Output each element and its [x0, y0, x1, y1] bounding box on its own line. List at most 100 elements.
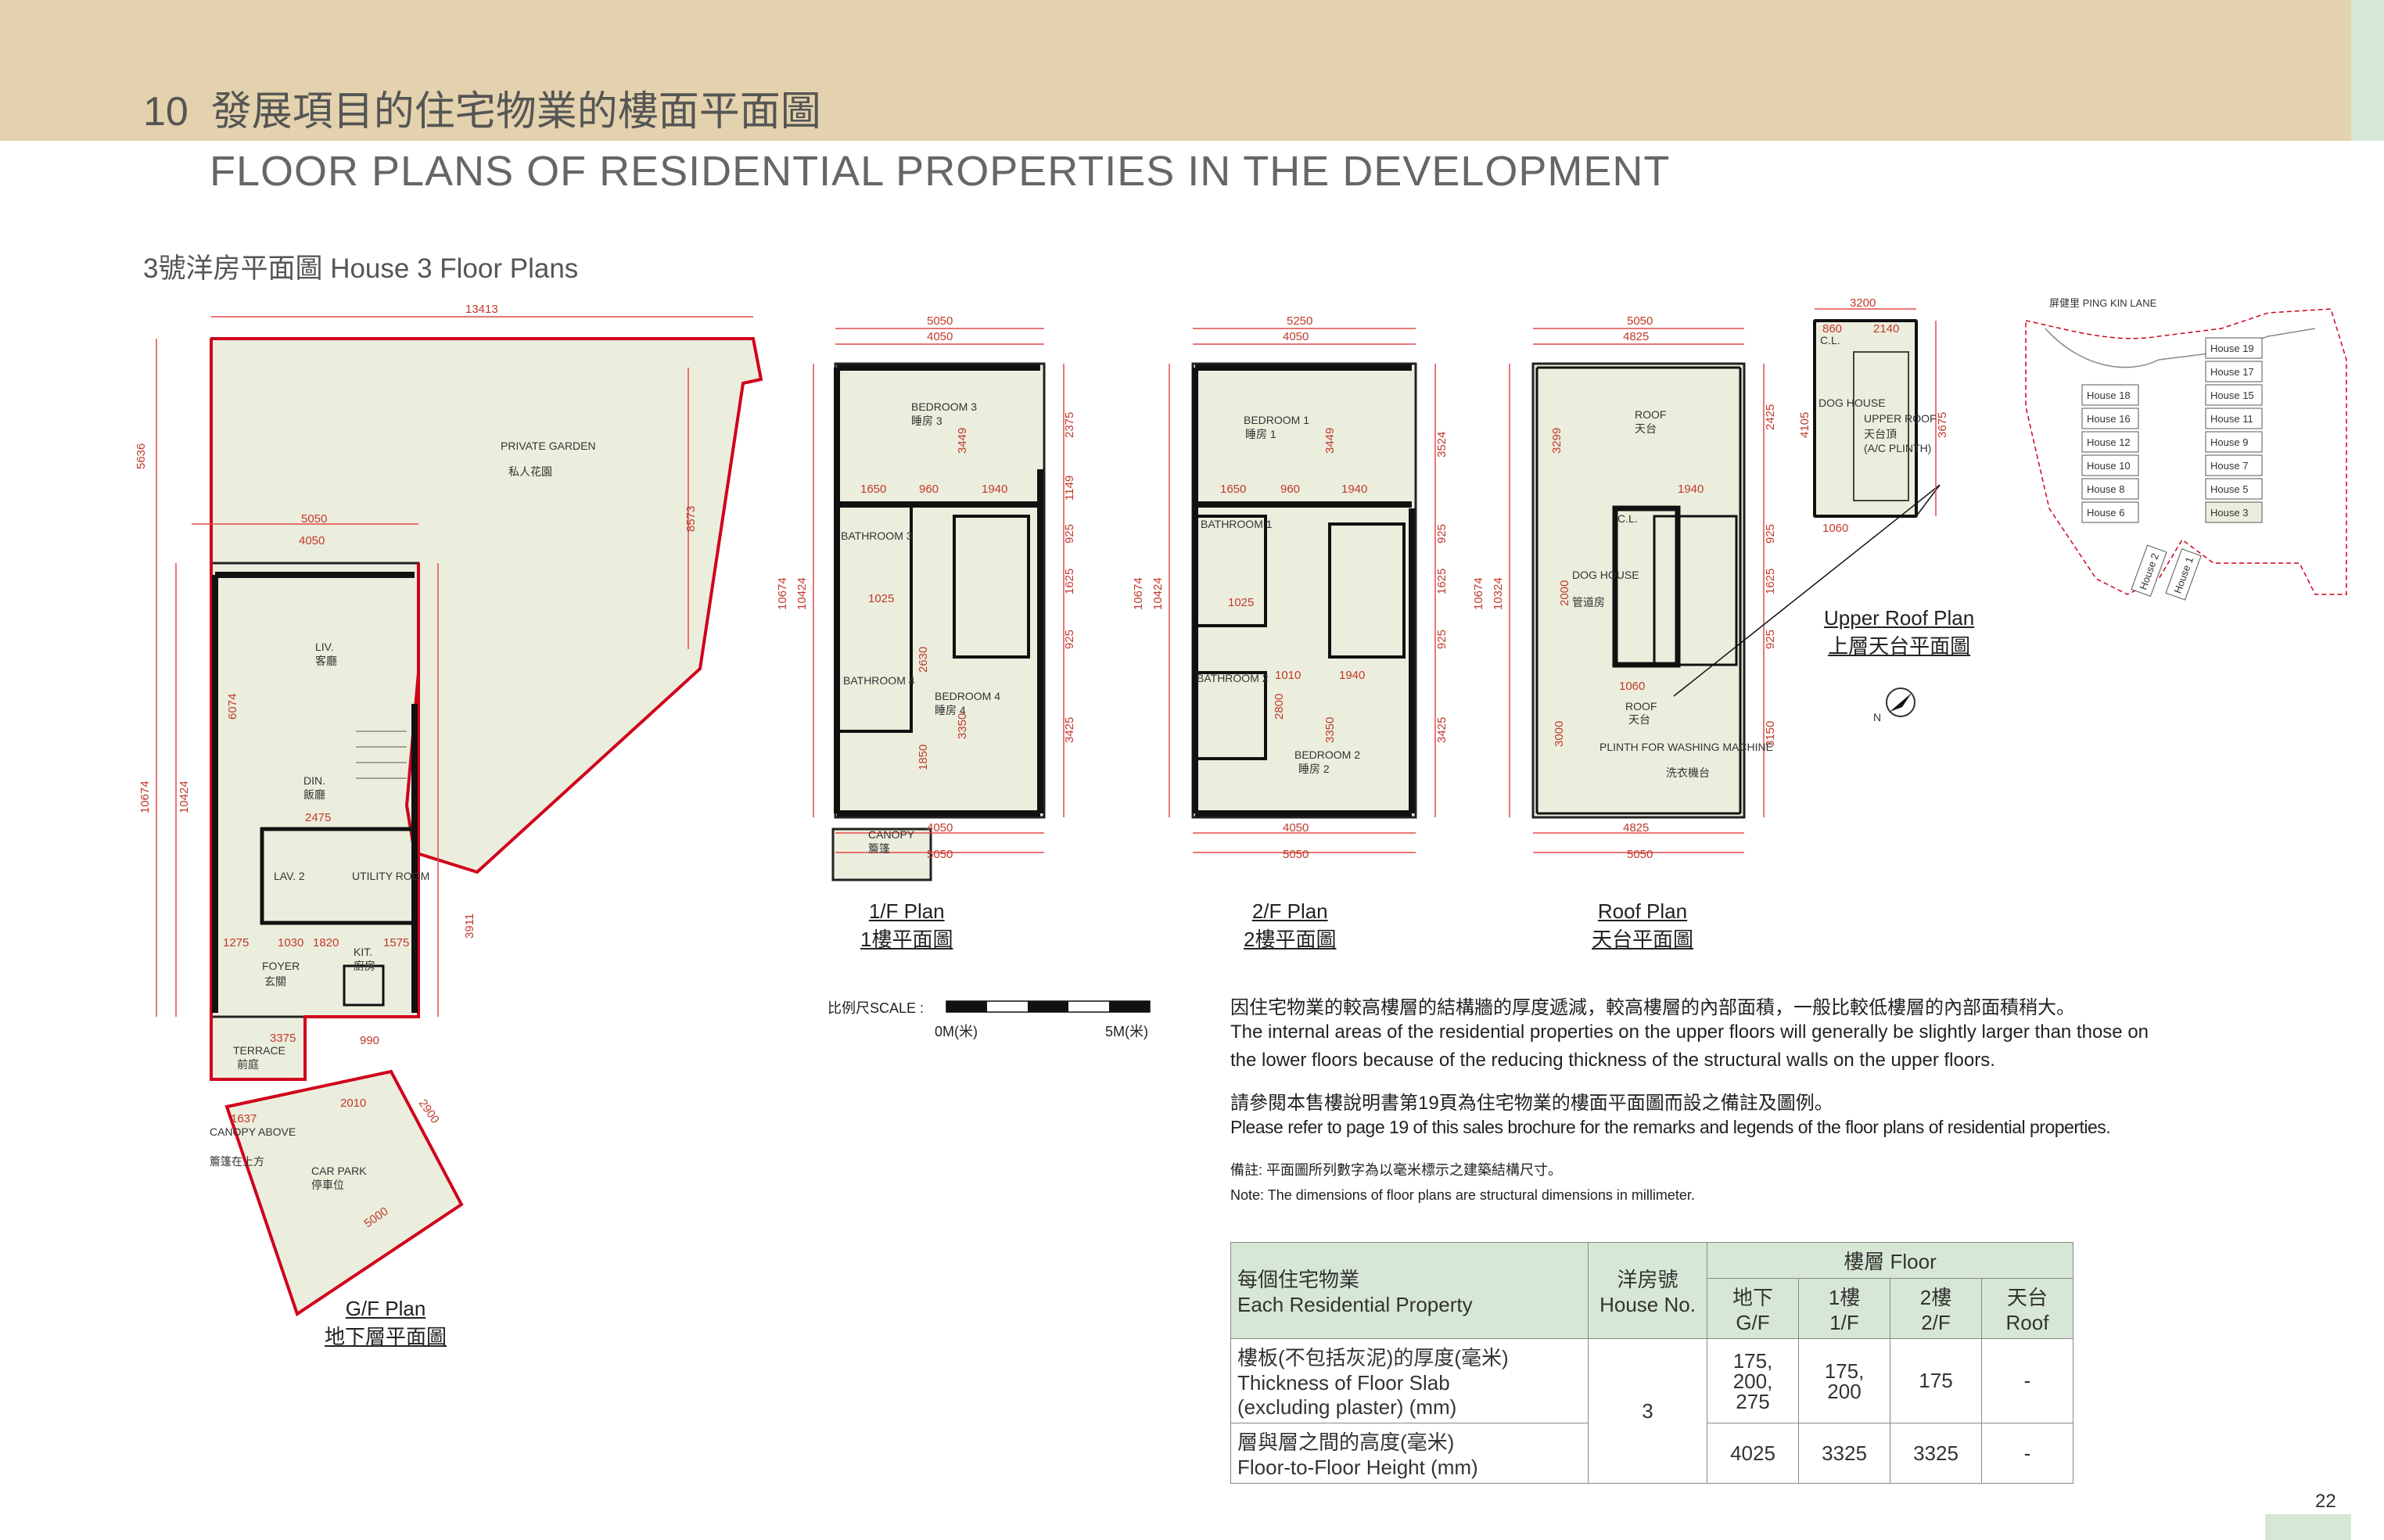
svg-text:天台頂: 天台頂 — [1864, 428, 1897, 440]
svg-text:1060: 1060 — [1822, 522, 1848, 535]
svg-text:1650: 1650 — [1220, 483, 1246, 496]
scale-five: 5M(米) — [1105, 1024, 1148, 1039]
svg-text:4050: 4050 — [927, 821, 953, 835]
svg-text:廚房: 廚房 — [354, 960, 375, 972]
svg-text:1820: 1820 — [313, 936, 339, 949]
svg-text:925: 925 — [1063, 630, 1076, 649]
svg-text:2140: 2140 — [1873, 322, 1899, 336]
svg-text:DOG HOUSE: DOG HOUSE — [1572, 569, 1639, 581]
svg-text:飯廳: 飯廳 — [303, 788, 325, 801]
bedroom2-label: BEDROOM 2 — [1294, 748, 1360, 761]
garden-label: PRIVATE GARDEN — [501, 440, 596, 452]
din-label: DIN. — [303, 774, 325, 787]
svg-text:3911: 3911 — [463, 914, 476, 939]
gf-plan: 13413 5636 10674 10424 6074 2475 5050 40… — [135, 303, 763, 1317]
svg-text:洗衣機台: 洗衣機台 — [1666, 766, 1710, 779]
note-en-1a: The internal areas of the residential pr… — [1230, 1021, 2149, 1043]
f1-plan: 5050 4050 1650 960 1940 3449 2375 1149 9… — [776, 314, 1076, 881]
svg-text:13413: 13413 — [465, 303, 498, 316]
svg-text:3425: 3425 — [1435, 717, 1449, 743]
key-plan-house-box — [2205, 501, 2263, 523]
gf-house-outline — [210, 562, 420, 1018]
section-title-zh: 10 發展項目的住宅物業的樓面平面圖 — [143, 78, 821, 137]
key-plan-house-label: House 7 — [2210, 460, 2248, 472]
svg-text:1637: 1637 — [231, 1112, 257, 1125]
svg-text:1625: 1625 — [1764, 569, 1777, 594]
svg-text:2000: 2000 — [1558, 580, 1571, 606]
svg-text:4825: 4825 — [1623, 330, 1649, 343]
svg-text:10674: 10674 — [1472, 577, 1485, 610]
svg-text:3350: 3350 — [956, 713, 969, 739]
note-zh-1: 因住宅物業的較高樓層的結構牆的厚度遞減，較高樓層的內部面積，一般比較低樓層的內部… — [1230, 997, 2075, 1018]
key-plan-house-box — [2205, 361, 2263, 382]
svg-text:960: 960 — [1280, 483, 1300, 496]
svg-text:4050: 4050 — [927, 330, 953, 343]
svg-text:925: 925 — [1435, 524, 1449, 544]
key-plan-house-label: House 12 — [2087, 436, 2131, 448]
terrace-area — [210, 1015, 307, 1081]
f1-canopy — [831, 827, 932, 881]
svg-text:990: 990 — [360, 1034, 379, 1047]
svg-text:1625: 1625 — [1435, 569, 1449, 594]
svg-text:2375: 2375 — [1063, 412, 1076, 438]
svg-text:2630: 2630 — [917, 647, 930, 673]
svg-text:1030: 1030 — [278, 936, 303, 949]
key-plan-lane: 屏健里 PING KIN LANE — [2049, 297, 2157, 309]
svg-text:5050: 5050 — [927, 314, 953, 328]
page-number: 22 — [2315, 1491, 2336, 1512]
svg-text:925: 925 — [1063, 524, 1076, 544]
key-plan-house-box — [2205, 454, 2263, 476]
svg-text:1940: 1940 — [1678, 483, 1704, 496]
svg-text:PLINTH FOR WASHING MACHINE: PLINTH FOR WASHING MACHINE — [1600, 741, 1773, 753]
svg-text:1575: 1575 — [383, 936, 409, 949]
north-arrow-icon: N — [1873, 687, 1915, 723]
svg-text:10424: 10424 — [795, 577, 809, 610]
svg-text:管道房: 管道房 — [1572, 596, 1605, 608]
svg-text:UTILITY ROOM: UTILITY ROOM — [352, 870, 429, 882]
bedroom3-label: BEDROOM 3 — [911, 400, 977, 413]
svg-text:5050: 5050 — [301, 512, 327, 526]
svg-text:10674: 10674 — [1132, 577, 1145, 610]
svg-text:C.L.: C.L. — [1617, 512, 1638, 525]
svg-text:N: N — [1873, 711, 1881, 723]
svg-text:2475: 2475 — [305, 811, 331, 824]
svg-text:4050: 4050 — [299, 534, 325, 547]
svg-text:BATHROOM 2: BATHROOM 2 — [1197, 672, 1269, 684]
svg-text:3200: 3200 — [1850, 296, 1876, 310]
key-plan-house-label: House 18 — [2087, 389, 2131, 401]
svg-text:3524: 3524 — [1435, 432, 1449, 458]
svg-text:5050: 5050 — [1627, 848, 1653, 861]
svg-text:1940: 1940 — [1339, 669, 1365, 682]
key-plan-house-label: House 11 — [2210, 413, 2253, 425]
svg-text:2800: 2800 — [1273, 694, 1286, 720]
col-floor-header: 樓層 Floor — [1707, 1242, 2073, 1279]
svg-text:BATHROOM 1: BATHROOM 1 — [1201, 518, 1273, 530]
svg-text:8573: 8573 — [684, 506, 698, 532]
svg-text:KIT.: KIT. — [354, 946, 372, 958]
svg-text:ROOF: ROOF — [1625, 700, 1657, 713]
svg-text:DOG HOUSE: DOG HOUSE — [1819, 397, 1886, 409]
key-plan-house-label: House 19 — [2210, 343, 2254, 354]
svg-text:1275: 1275 — [223, 936, 249, 949]
key-plan-house-box — [2205, 431, 2263, 453]
key-plan-house-label: House 15 — [2210, 389, 2254, 401]
svg-text:5636: 5636 — [135, 443, 148, 469]
f2-plan: 5250 4050 1650 960 1940 3449 3524 925 16… — [1132, 314, 1449, 861]
svg-text:天台: 天台 — [1628, 713, 1650, 726]
svg-text:停車位: 停車位 — [311, 1179, 344, 1191]
svg-text:10424: 10424 — [1151, 577, 1165, 610]
svg-text:天台: 天台 — [1635, 422, 1657, 435]
svg-text:BATHROOM 4: BATHROOM 4 — [843, 674, 915, 687]
svg-text:1650: 1650 — [860, 483, 886, 496]
svg-text:3425: 3425 — [1063, 717, 1076, 743]
table-row: 層與層之間的高度(毫米)Floor-to-Floor Height (mm) 4… — [1230, 1423, 2073, 1484]
svg-text:4825: 4825 — [1623, 821, 1649, 835]
svg-text:960: 960 — [919, 483, 939, 496]
svg-text:4050: 4050 — [1283, 821, 1309, 835]
